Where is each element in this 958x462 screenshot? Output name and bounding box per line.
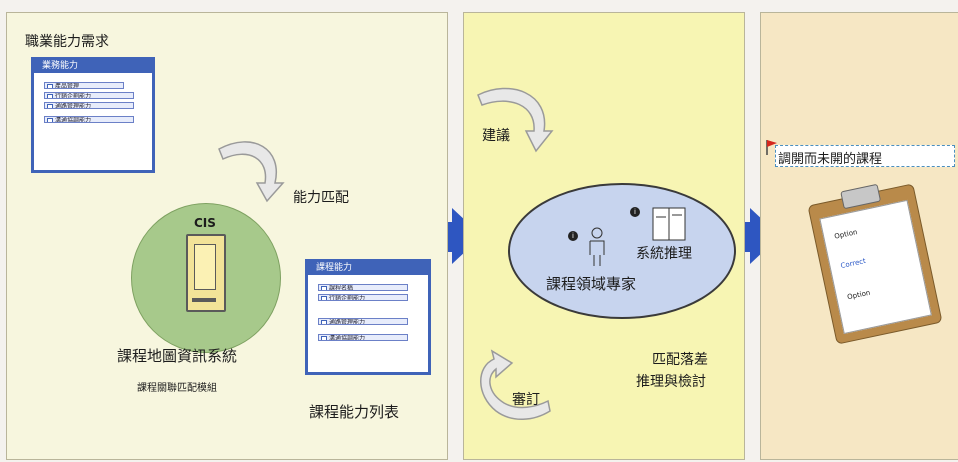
card-header: 課程能力 xyxy=(308,262,428,275)
server-icon xyxy=(186,234,226,312)
flag-icon xyxy=(766,140,777,155)
panel-job-requirements: 職業能力需求 業務能力 產品管理 行銷企劃能力 通路管理能力 溝通協調能力 能力… xyxy=(6,12,448,460)
panel-review: 建議 i i 系統推理 課程領域專家 審訂 匹配落差 推理與檢討 xyxy=(463,12,745,460)
info-icon: i xyxy=(630,207,640,217)
checklist-item: Option xyxy=(846,288,872,302)
job-skill-card: 業務能力 產品管理 行銷企劃能力 通路管理能力 溝通協調能力 xyxy=(31,57,155,173)
flow-arrow-shaft xyxy=(745,222,753,252)
list-item: 通路管理能力 xyxy=(44,102,134,109)
checklist-item: Option xyxy=(833,228,859,241)
revise-label: 審訂 xyxy=(512,392,540,408)
list-item: 課程名稱 xyxy=(318,284,408,291)
list-item: 溝通協調能力 xyxy=(318,334,408,341)
course-skill-card: 課程能力 課程名稱 行銷企劃能力 通路管理能力 溝通協調能力 xyxy=(305,259,431,375)
cis-label: CIS xyxy=(194,216,216,230)
list-item: 行銷企劃能力 xyxy=(44,92,134,99)
list-item: 產品管理 xyxy=(44,82,124,89)
panel-result: 調開而未開的課程 Option Correct Option xyxy=(760,12,958,460)
document-icon xyxy=(652,207,686,241)
curved-arrow-icon xyxy=(218,141,285,203)
gap-title: 匹配落差 xyxy=(652,352,708,368)
person-icon xyxy=(589,227,605,266)
clipboard-icon: Option Correct Option xyxy=(807,183,943,345)
list-item: 行銷企劃能力 xyxy=(318,294,408,301)
course-list-label: 課程能力列表 xyxy=(309,403,400,421)
card-header: 業務能力 xyxy=(34,60,152,73)
curved-arrow-icon xyxy=(480,349,551,420)
unopened-course-badge: 調開而未開的課程 xyxy=(775,145,955,167)
match-label: 能力匹配 xyxy=(293,190,349,206)
curved-arrow-icon xyxy=(477,87,554,153)
checklist-item-checked: Correct xyxy=(839,256,867,271)
list-item: 通路管理能力 xyxy=(318,318,408,325)
cis-circle: CIS xyxy=(131,203,281,353)
badge-label: 調開而未開的課程 xyxy=(778,152,883,167)
module-name: 課程關聯匹配模組 xyxy=(137,383,217,394)
expert-label: 課程領域專家 xyxy=(546,275,637,293)
expert-oval: i i 系統推理 課程領域專家 xyxy=(508,183,736,319)
inference-label: 系統推理 xyxy=(636,246,692,262)
list-item: 溝通協調能力 xyxy=(44,116,134,123)
system-name: 課程地圖資訊系統 xyxy=(117,347,238,365)
info-icon: i xyxy=(568,231,578,241)
panel-title: 職業能力需求 xyxy=(25,34,109,50)
suggest-label: 建議 xyxy=(482,128,510,144)
gap-subtitle: 推理與檢討 xyxy=(636,374,706,390)
